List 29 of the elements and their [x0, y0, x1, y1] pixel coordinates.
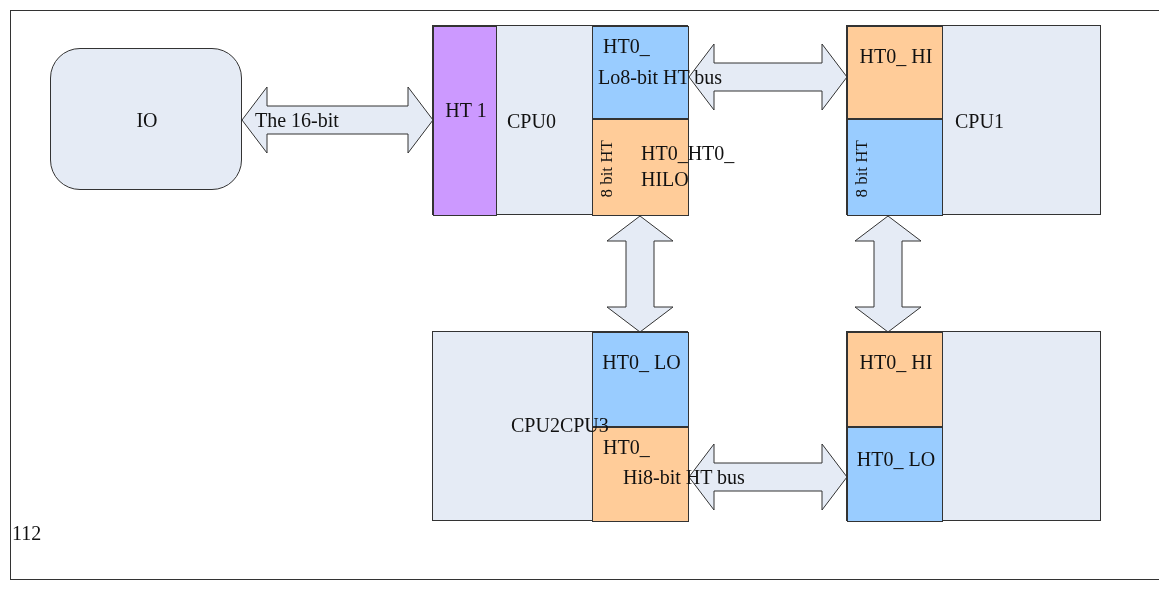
double-arrow: [606, 215, 674, 333]
block-label: HT0_: [603, 435, 651, 460]
page-number: 112: [12, 521, 42, 546]
block-label: HT0_: [603, 34, 651, 59]
double-arrow: [854, 215, 922, 333]
ht-port-cell: [847, 427, 943, 522]
block-label: HT0_ HI: [858, 350, 934, 375]
io-block: [50, 48, 242, 190]
ht-port-cell: [433, 26, 497, 216]
rotated-label: 8 bit HT: [597, 140, 617, 198]
double-arrow: [688, 43, 848, 111]
ht-port-cell: [847, 332, 943, 427]
block-label: HT0_ HI: [858, 44, 934, 69]
block-label: IO: [135, 108, 159, 133]
double-arrow: [241, 86, 434, 154]
ht-port-cell: [847, 119, 943, 216]
cpu-block: [432, 331, 688, 521]
block-label: HT0_ LO: [855, 447, 937, 472]
block-label: CPU1: [955, 109, 1005, 134]
rotated-label: 8 bit HT: [852, 140, 872, 198]
cpu-block: [846, 331, 1101, 521]
ht-port-cell: [592, 26, 689, 119]
block-label: HT0_ LO: [601, 350, 682, 375]
edge-label: The 16-bit: [255, 108, 339, 133]
block-label: HT 1: [444, 98, 488, 123]
ht-port-cell: [847, 26, 943, 119]
double-arrow: [688, 443, 848, 511]
block-label: CPU0: [507, 109, 557, 134]
cpu-block: [846, 25, 1101, 215]
